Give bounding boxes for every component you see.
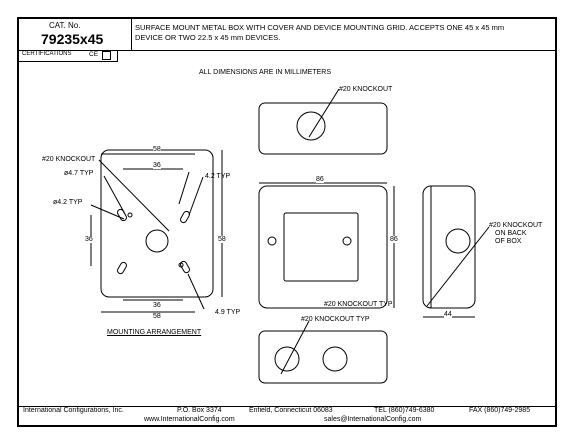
knockout-back-label-2: ON BACK xyxy=(495,230,527,237)
certifications-box: CERTIFICATIONS CE xyxy=(19,50,118,62)
mounting-plate xyxy=(100,149,214,298)
dim-86-top: 86 xyxy=(316,176,324,183)
dim-36-left: 36 xyxy=(85,236,93,243)
knockout-circle-left xyxy=(145,229,169,253)
ce-checkbox xyxy=(102,51,111,60)
hole-42-right-label: 4.2 TYP xyxy=(205,173,231,180)
footer-po-box: P.O. Box 3374 xyxy=(177,407,222,414)
dim-44: 44 xyxy=(444,311,452,318)
footer-email[interactable]: sales@InternationalConfig.com xyxy=(324,416,422,423)
mounting-slot xyxy=(117,208,127,222)
mounting-slot xyxy=(116,261,127,275)
dim-58-bottom: 58 xyxy=(153,313,161,320)
certifications-label: CERTIFICATIONS xyxy=(22,51,72,57)
footer-fax: FAX (860)749-2985 xyxy=(469,407,531,414)
footer: International Configurations, Inc. P.O. … xyxy=(19,406,555,425)
mounting-slot xyxy=(180,210,190,224)
hole-47-label: ø4.7 TYP xyxy=(64,170,94,177)
drawing-sheet: CAT. No. 79235x45 SURFACE MOUNT METAL BO… xyxy=(17,17,557,427)
cat-label: CAT. No. xyxy=(49,21,81,30)
description-line-1: SURFACE MOUNT METAL BOX WITH COVER AND D… xyxy=(135,23,505,32)
dim-86-right: 86 xyxy=(390,236,398,243)
hole-49-label: 4.9 TYP xyxy=(215,309,241,316)
dim-58-right: 58 xyxy=(218,236,226,243)
description-line-2: DEVICE OR TWO 22.5 x 45 mm DEVICES. xyxy=(135,33,281,42)
dim-58-top: 58 xyxy=(153,146,161,153)
footer-city: Enfield, Connecticut 06083 xyxy=(249,407,333,414)
box-front-view xyxy=(258,185,388,309)
technical-drawing xyxy=(90,88,490,384)
footer-tel: TEL (860)749-6380 xyxy=(374,407,435,414)
ce-mark: CE xyxy=(89,51,99,58)
box-bottom-view xyxy=(258,330,388,384)
units-note: ALL DIMENSIONS ARE IN MILLIMETERS xyxy=(199,69,331,76)
knockout-left-label: #20 KNOCKOUT xyxy=(42,156,96,163)
knockout-top-label: #20 KNOCKOUT xyxy=(339,86,393,93)
hole-42-left-label: ø4.2 TYP xyxy=(53,199,83,206)
footer-company: International Configurations, Inc. xyxy=(23,407,124,414)
knockout-typ-mid-label: #20 KNOCKOUT TYP xyxy=(324,301,393,308)
knockout-back-label-3: OF BOX xyxy=(495,238,522,245)
box-side-view xyxy=(422,185,476,309)
mounting-slot xyxy=(180,260,190,274)
footer-website[interactable]: www.InternationalConfig.com xyxy=(144,416,235,423)
knockout-back-label-1: #20 KNOCKOUT xyxy=(489,222,543,229)
mounting-arrangement-label: MOUNTING ARRANGEMENT xyxy=(107,329,202,336)
description-box: SURFACE MOUNT METAL BOX WITH COVER AND D… xyxy=(131,19,555,51)
box-top-view xyxy=(258,102,388,155)
dim-36-bottom: 36 xyxy=(153,302,161,309)
dim-36-top: 36 xyxy=(153,162,161,169)
knockout-typ-bottom-label: #20 KNOCKOUT TYP xyxy=(301,316,370,323)
cat-number: 79235x45 xyxy=(41,31,104,47)
catalog-number-box: CAT. No. 79235x45 xyxy=(19,19,132,51)
